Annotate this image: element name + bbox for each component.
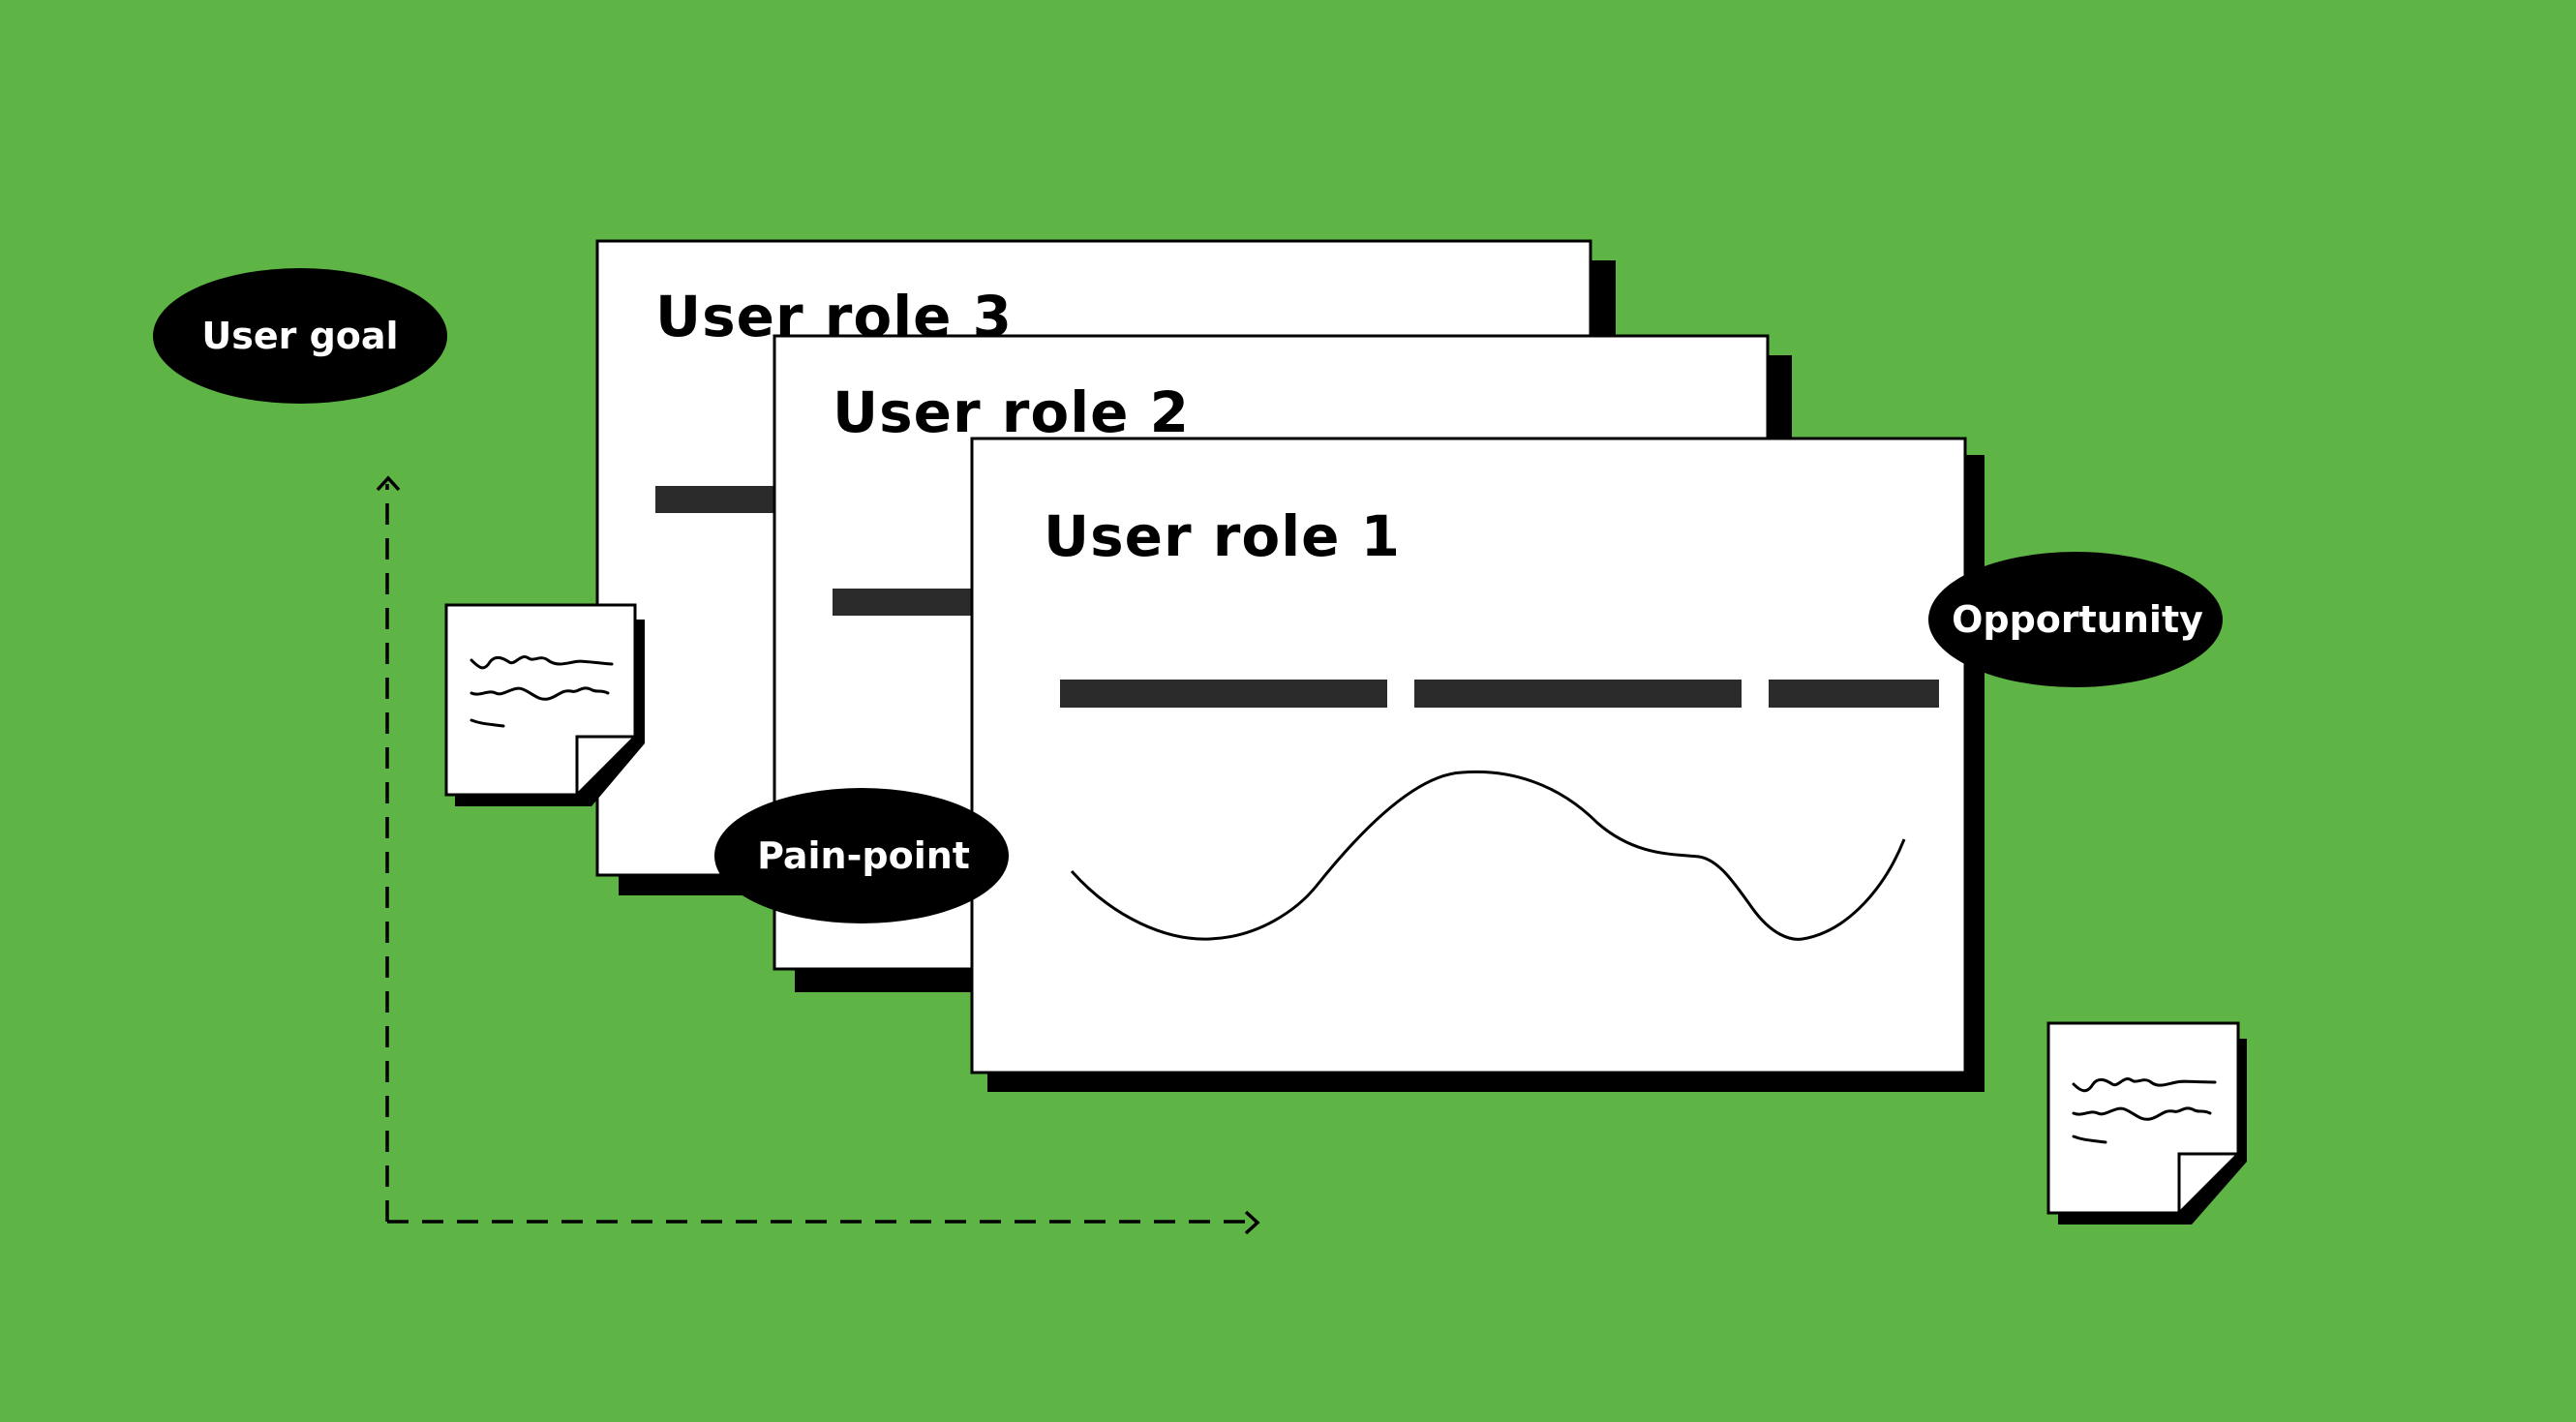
pain-point-pill: Pain-point <box>714 788 1009 923</box>
progress-bar-segment <box>1060 680 1387 708</box>
user-goal-pill: User goal <box>153 268 447 404</box>
card-title: User role 2 <box>833 379 1190 445</box>
opportunity-pill: Opportunity <box>1928 552 2223 687</box>
progress-bar-segment <box>1414 680 1742 708</box>
progress-bar-segment <box>1769 680 1939 708</box>
pill-shape <box>1928 552 2223 687</box>
scribble-lines <box>2072 1077 2217 1144</box>
card-user-role-1: User role 1 <box>970 437 1985 1092</box>
emotion-curve <box>1070 770 1906 941</box>
sticky-note-icon <box>2046 1021 2247 1225</box>
pill-label: Pain-point <box>757 834 970 877</box>
sticky-note-fold <box>575 735 639 799</box>
pill-shape <box>714 788 1009 923</box>
sticky-note-fold <box>2177 1152 2242 1217</box>
pill-shape <box>153 268 447 404</box>
axis-arrows <box>376 475 1260 1235</box>
sticky-note-icon <box>444 603 645 806</box>
horizontal-axis-arrowhead <box>1244 1210 1260 1235</box>
card-title: User role 1 <box>1044 503 1401 569</box>
scribble-lines <box>470 655 614 728</box>
pill-label: Opportunity <box>1952 598 2203 641</box>
pill-label: User goal <box>201 315 398 357</box>
card-panel <box>970 437 1967 1074</box>
vertical-axis-arrowhead <box>376 475 401 492</box>
